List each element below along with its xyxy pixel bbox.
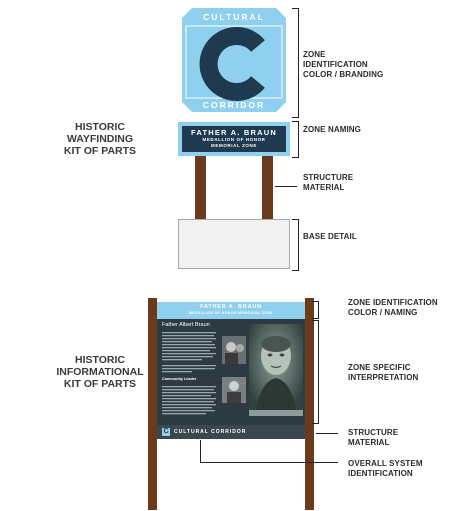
- info-footer-logo-icon: C: [162, 428, 170, 436]
- info-panel: FATHER A. BRAUN MEDALLION OF HONOR MEMOR…: [157, 302, 305, 439]
- info-portrait: [249, 324, 303, 416]
- callout-info-zone-identification: ZONE IDENTIFICATION COLOR / NAMING: [348, 298, 438, 317]
- informational-title-line-3: KIT OF PARTS: [63, 378, 137, 390]
- informational-title-line-2: INFORMATIONAL: [56, 366, 144, 378]
- callout-zone-naming: ZONE NAMING: [303, 125, 361, 134]
- bracket-zone-naming: [292, 121, 299, 158]
- leader-overall-vertical: [200, 440, 201, 462]
- wayfinding-sign-head: CULTURAL CORRIDOR: [182, 8, 286, 112]
- callout-overall-system: OVERALL SYSTEM IDENTIFICATION: [348, 459, 423, 478]
- zone-name-line-3: MEMORIAL ZONE: [211, 143, 257, 148]
- zone-naming-plate: FATHER A. BRAUN MEDALLION OF HONOR MEMOR…: [178, 122, 290, 156]
- info-sub-heading: Community Leader: [162, 377, 197, 381]
- leader-overall-horizontal: [200, 462, 338, 463]
- info-photo-small-1: [222, 336, 246, 364]
- wayfinding-title-line-1: HISTORIC: [75, 121, 125, 133]
- informational-side-title: HISTORIC INFORMATIONAL KIT OF PARTS: [45, 354, 155, 390]
- info-post-right: [305, 298, 314, 510]
- leader-structure: [275, 186, 297, 187]
- callout-structure-material: STRUCTURE MATERIAL: [303, 173, 354, 192]
- info-panel-header: FATHER A. BRAUN MEDALLION OF HONOR MEMOR…: [157, 302, 305, 319]
- informational-title-line-1: HISTORIC: [75, 354, 125, 366]
- bracket-info-zone-identification: [312, 301, 319, 319]
- bracket-zone-identification: [292, 8, 299, 118]
- zone-name-line-1: FATHER A. BRAUN: [191, 128, 277, 137]
- info-header-line-1: FATHER A. BRAUN: [200, 304, 262, 310]
- zone-name-line-2: MEDALLION OF HONOR: [202, 137, 266, 142]
- wayfinding-side-title: HISTORIC WAYFINDING KIT OF PARTS: [55, 121, 145, 157]
- sign-bottom-text: CORRIDOR: [203, 100, 265, 110]
- callout-zone-identification: ZONE IDENTIFICATION COLOR / BRANDING: [303, 50, 384, 79]
- c-logo-shape: [199, 27, 265, 101]
- wayfinding-title-line-2: WAYFINDING: [66, 133, 134, 145]
- info-header-line-2: MEDALLION OF HONOR MEMORIAL ZONE: [188, 311, 274, 315]
- callout-base-detail: BASE DETAIL: [303, 232, 357, 241]
- wayfinding-base: [178, 219, 290, 269]
- info-panel-footer: C CULTURAL CORRIDOR: [157, 425, 305, 439]
- zone-naming-inner: FATHER A. BRAUN MEDALLION OF HONOR MEMOR…: [182, 126, 286, 152]
- info-photo-small-2: [222, 377, 246, 403]
- wayfinding-title-line-3: KIT OF PARTS: [63, 145, 137, 157]
- info-post-left: [148, 298, 157, 510]
- info-body-text: [162, 332, 216, 415]
- callout-info-structure-material: STRUCTURE MATERIAL: [348, 428, 399, 447]
- bracket-info-zone-specific: [312, 320, 319, 424]
- callout-info-zone-specific: ZONE SPECIFIC INTERPRETATION: [348, 363, 419, 382]
- info-body-title: Father Albert Braun: [162, 322, 210, 328]
- leader-info-structure: [316, 433, 338, 434]
- info-footer-text: CULTURAL CORRIDOR: [174, 429, 247, 435]
- bracket-base-detail: [292, 219, 299, 271]
- sign-top-text: CULTURAL: [203, 12, 265, 22]
- wayfinding-post-left: [195, 156, 206, 222]
- wayfinding-post-right: [262, 156, 273, 222]
